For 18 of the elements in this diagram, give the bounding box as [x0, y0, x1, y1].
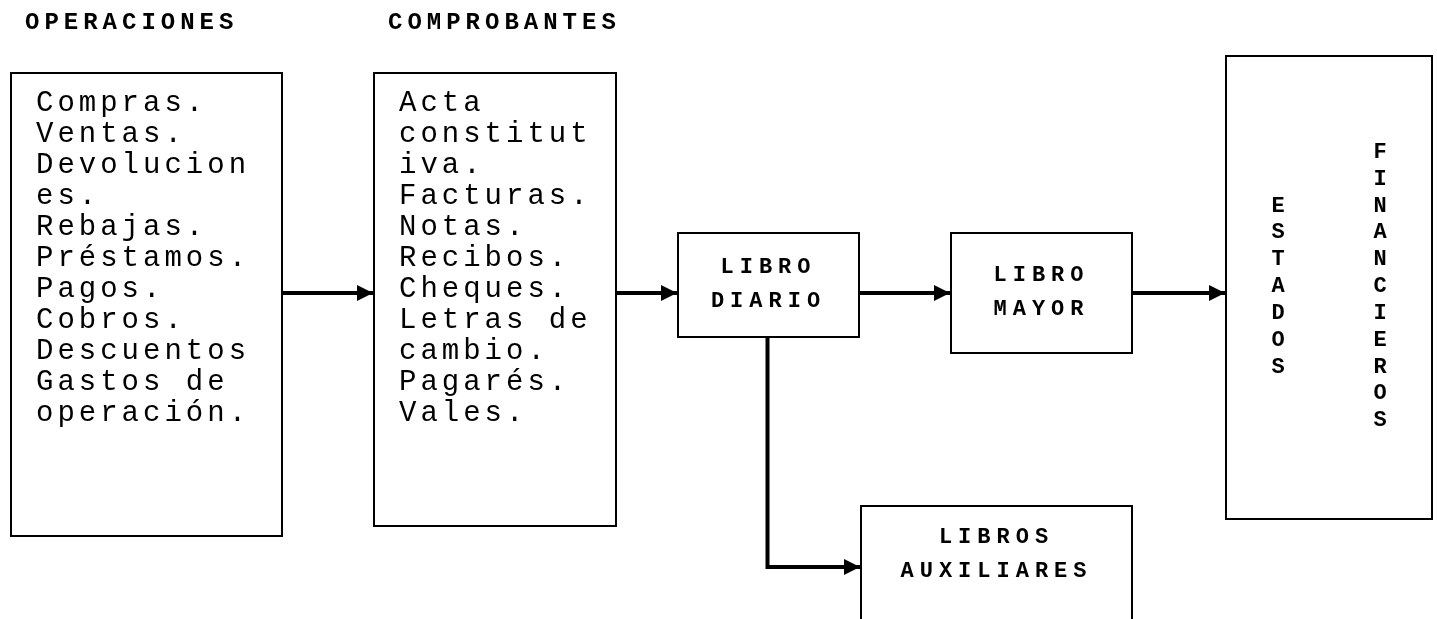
- item-list: Acta constitutiva. Facturas. Notas. Recibos. Cheques. Letras de cambio. Pagarés. Vales.: [399, 88, 599, 429]
- arrow: [617, 285, 677, 301]
- arrow: [765, 338, 860, 575]
- box-label: LIBROS AUXILIARES: [899, 524, 1094, 586]
- process-box: [860, 505, 1133, 619]
- vertical-text: FINANCIEROS: [1372, 139, 1388, 436]
- box-label: LIBRO MAYOR: [992, 262, 1091, 324]
- process-box: [1225, 55, 1433, 520]
- item-list: Compras. Ventas. Devoluciones. Rebajas. Préstamos. Pagos. Cobros. Descuentos Gastos de operación.: [36, 88, 258, 429]
- box-label: LIBRO DIARIO: [709, 254, 828, 316]
- process-box: [677, 232, 860, 338]
- column-heading: OPERACIONES: [25, 10, 239, 36]
- process-box: [950, 232, 1133, 354]
- arrow: [283, 285, 373, 301]
- arrow: [1133, 285, 1225, 301]
- arrow: [860, 285, 950, 301]
- vertical-text: ESTADOS: [1270, 193, 1286, 382]
- column-heading: COMPROBANTES: [388, 10, 621, 36]
